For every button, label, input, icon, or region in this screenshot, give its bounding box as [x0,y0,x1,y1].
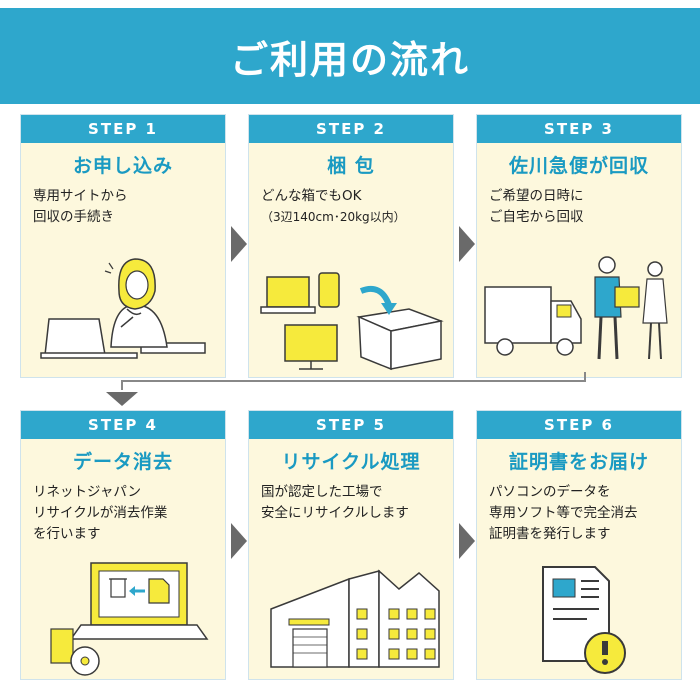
step-description-line: リサイクルが消去作業 [33,505,168,521]
step-label: STEP 3 [477,115,681,143]
step-description: ご希望の日時に ご自宅から回収 [489,186,681,228]
step-label: STEP 1 [21,115,225,143]
step-arrow-icon [459,523,475,559]
connector-line [121,380,585,382]
step-card-2: STEP 2 梱 包 どんな箱でもOK （3辺140cm･20kg以内） [248,114,454,378]
step-description-line: リネットジャパン [33,484,141,500]
truck-courier-illustration [484,256,668,360]
step-description-line: 国が認定した工場で [261,484,383,500]
step-description-line: 回収の手続き [33,209,114,225]
step-card-3: STEP 3 佐川急便が回収 ご希望の日時に ご自宅から回収 [476,114,682,378]
step-card-6: STEP 6 証明書をお届け パソコンのデータを 専用ソフト等で完全消去 証明書… [476,410,682,680]
step-title: 佐川急便が回収 [508,155,649,177]
devices-box-illustration [260,272,444,371]
step-description: リネットジャパン リサイクルが消去作業 を行います [33,482,225,545]
step-description-line: 証明書を発行します [489,526,611,542]
step-description: どんな箱でもOK （3辺140cm･20kg以内） [261,186,453,228]
step-description-line: を行います [33,526,101,542]
header-banner: ご利用の流れ [0,8,700,104]
connector-line [584,372,586,382]
step-title: 証明書をお届け [508,451,649,473]
step-label: STEP 6 [477,411,681,439]
step-description: 国が認定した工場で 安全にリサイクルします [261,482,453,524]
step-card-5: STEP 5 リサイクル処理 国が認定した工場で 安全にリサイクルします [248,410,454,680]
step-label: STEP 4 [21,411,225,439]
person-laptop-illustration [40,258,206,359]
step-arrow-icon [459,226,475,262]
step-arrow-icon [231,226,247,262]
step-description-line: ご自宅から回収 [489,209,584,225]
step-description-line: （3辺140cm･20kg以内） [261,210,406,224]
step-card-1: STEP 1 お申し込み 専用サイトから 回収の手続き [20,114,226,378]
step-arrow-icon [106,392,138,406]
step-description-line: ご希望の日時に [489,188,584,204]
step-arrow-icon [231,523,247,559]
step-title: お申し込み [72,155,173,177]
step-title: リサイクル処理 [281,451,421,473]
step-label: STEP 5 [249,411,453,439]
connector-line [121,380,123,390]
step-description-line: パソコンのデータを [489,484,611,500]
factory-illustration [270,569,440,668]
step-label: STEP 2 [249,115,453,143]
certificate-illustration [542,566,626,674]
step-title: データ消去 [72,451,173,473]
step-card-4: STEP 4 データ消去 リネットジャパン リサイクルが消去作業 を行います [20,410,226,680]
step-title: 梱 包 [327,155,375,177]
step-description: 専用サイトから 回収の手続き [33,186,225,228]
step-description: パソコンのデータを 専用ソフト等で完全消去 証明書を発行します [489,482,681,545]
pc-erase-illustration [50,562,209,676]
page-title: ご利用の流れ [229,37,470,82]
step-description-line: 安全にリサイクルします [261,505,409,521]
step-description-line: 専用サイトから [33,188,128,204]
step-description-line: 専用ソフト等で完全消去 [489,505,638,521]
step-description-line: どんな箱でもOK [261,188,362,204]
